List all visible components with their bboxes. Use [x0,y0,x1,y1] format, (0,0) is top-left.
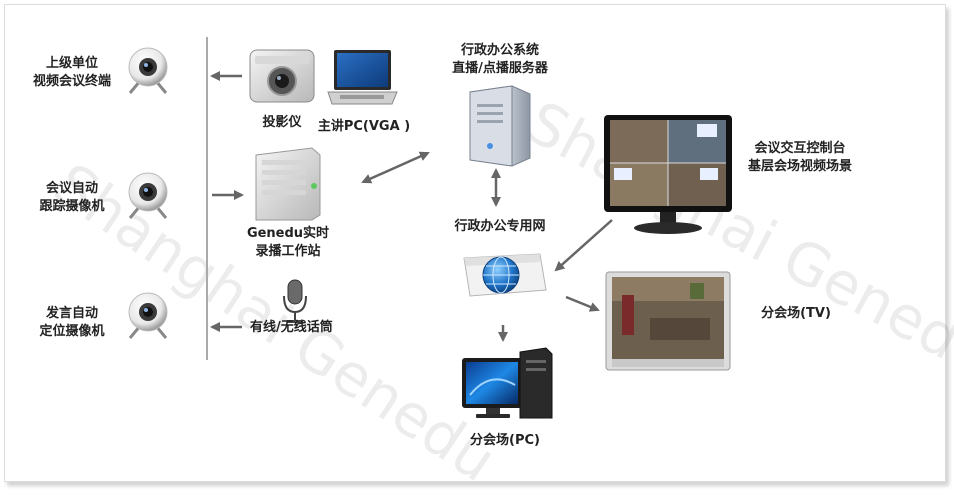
label-recording-station: Genedu实时 录播工作站 [247,225,329,261]
label-superior-terminal: 上级单位 视频会议终端 [33,55,111,91]
webcam-icon [128,172,168,219]
label-network: 行政办公专用网 [454,219,546,234]
label-presenter-pc: 主讲PC(VGA ) [317,119,411,134]
microphone-icon [283,279,307,323]
label-tracking-camera: 会议自动 跟踪摄像机 [39,180,104,216]
label-line: 发言自动 [45,306,99,321]
label-projector: 投影仪 [262,115,302,130]
label-line: Genedu实时 [246,226,330,241]
recording-station-icon [255,147,321,221]
label-line: 录播工作站 [255,244,321,259]
label-line: 直播/点播服务器 [452,61,548,76]
label-line: 行政办公系统 [460,43,539,58]
arrow-console-network [554,219,613,272]
network-globe-icon [463,253,547,297]
webcam-icon [128,47,168,94]
laptop-icon [327,50,398,105]
label-positioning-camera: 发言自动 定位摄像机 [39,305,104,341]
label-line: 会议自动 [45,181,99,196]
label-line: 上级单位 [45,56,99,71]
label-server: 行政办公系统 直播/点播服务器 [452,42,548,78]
webcam-icon [128,292,168,339]
tv-icon [605,271,731,371]
label-line: 会议交互控制台 [754,141,846,156]
label-line: 视频会议终端 [32,74,112,89]
label-line: 定位摄像机 [39,324,105,339]
label-line: 基层会场视频场景 [747,159,853,174]
label-microphone: 有线/无线话筒 [250,320,333,335]
label-branch-tv: 分会场(TV) [761,306,831,321]
server-tower-icon [469,85,531,167]
monitor-icon [604,115,732,234]
desktop-pc-icon [462,347,553,419]
arrow-station-server [361,151,430,184]
label-branch-pc: 分会场(PC) [470,433,540,448]
label-control-console: 会议交互控制台 基层会场视频场景 [748,140,852,176]
arrow-network-tv [565,295,600,312]
label-line: 跟踪摄像机 [39,199,105,214]
projector-icon [249,49,315,103]
